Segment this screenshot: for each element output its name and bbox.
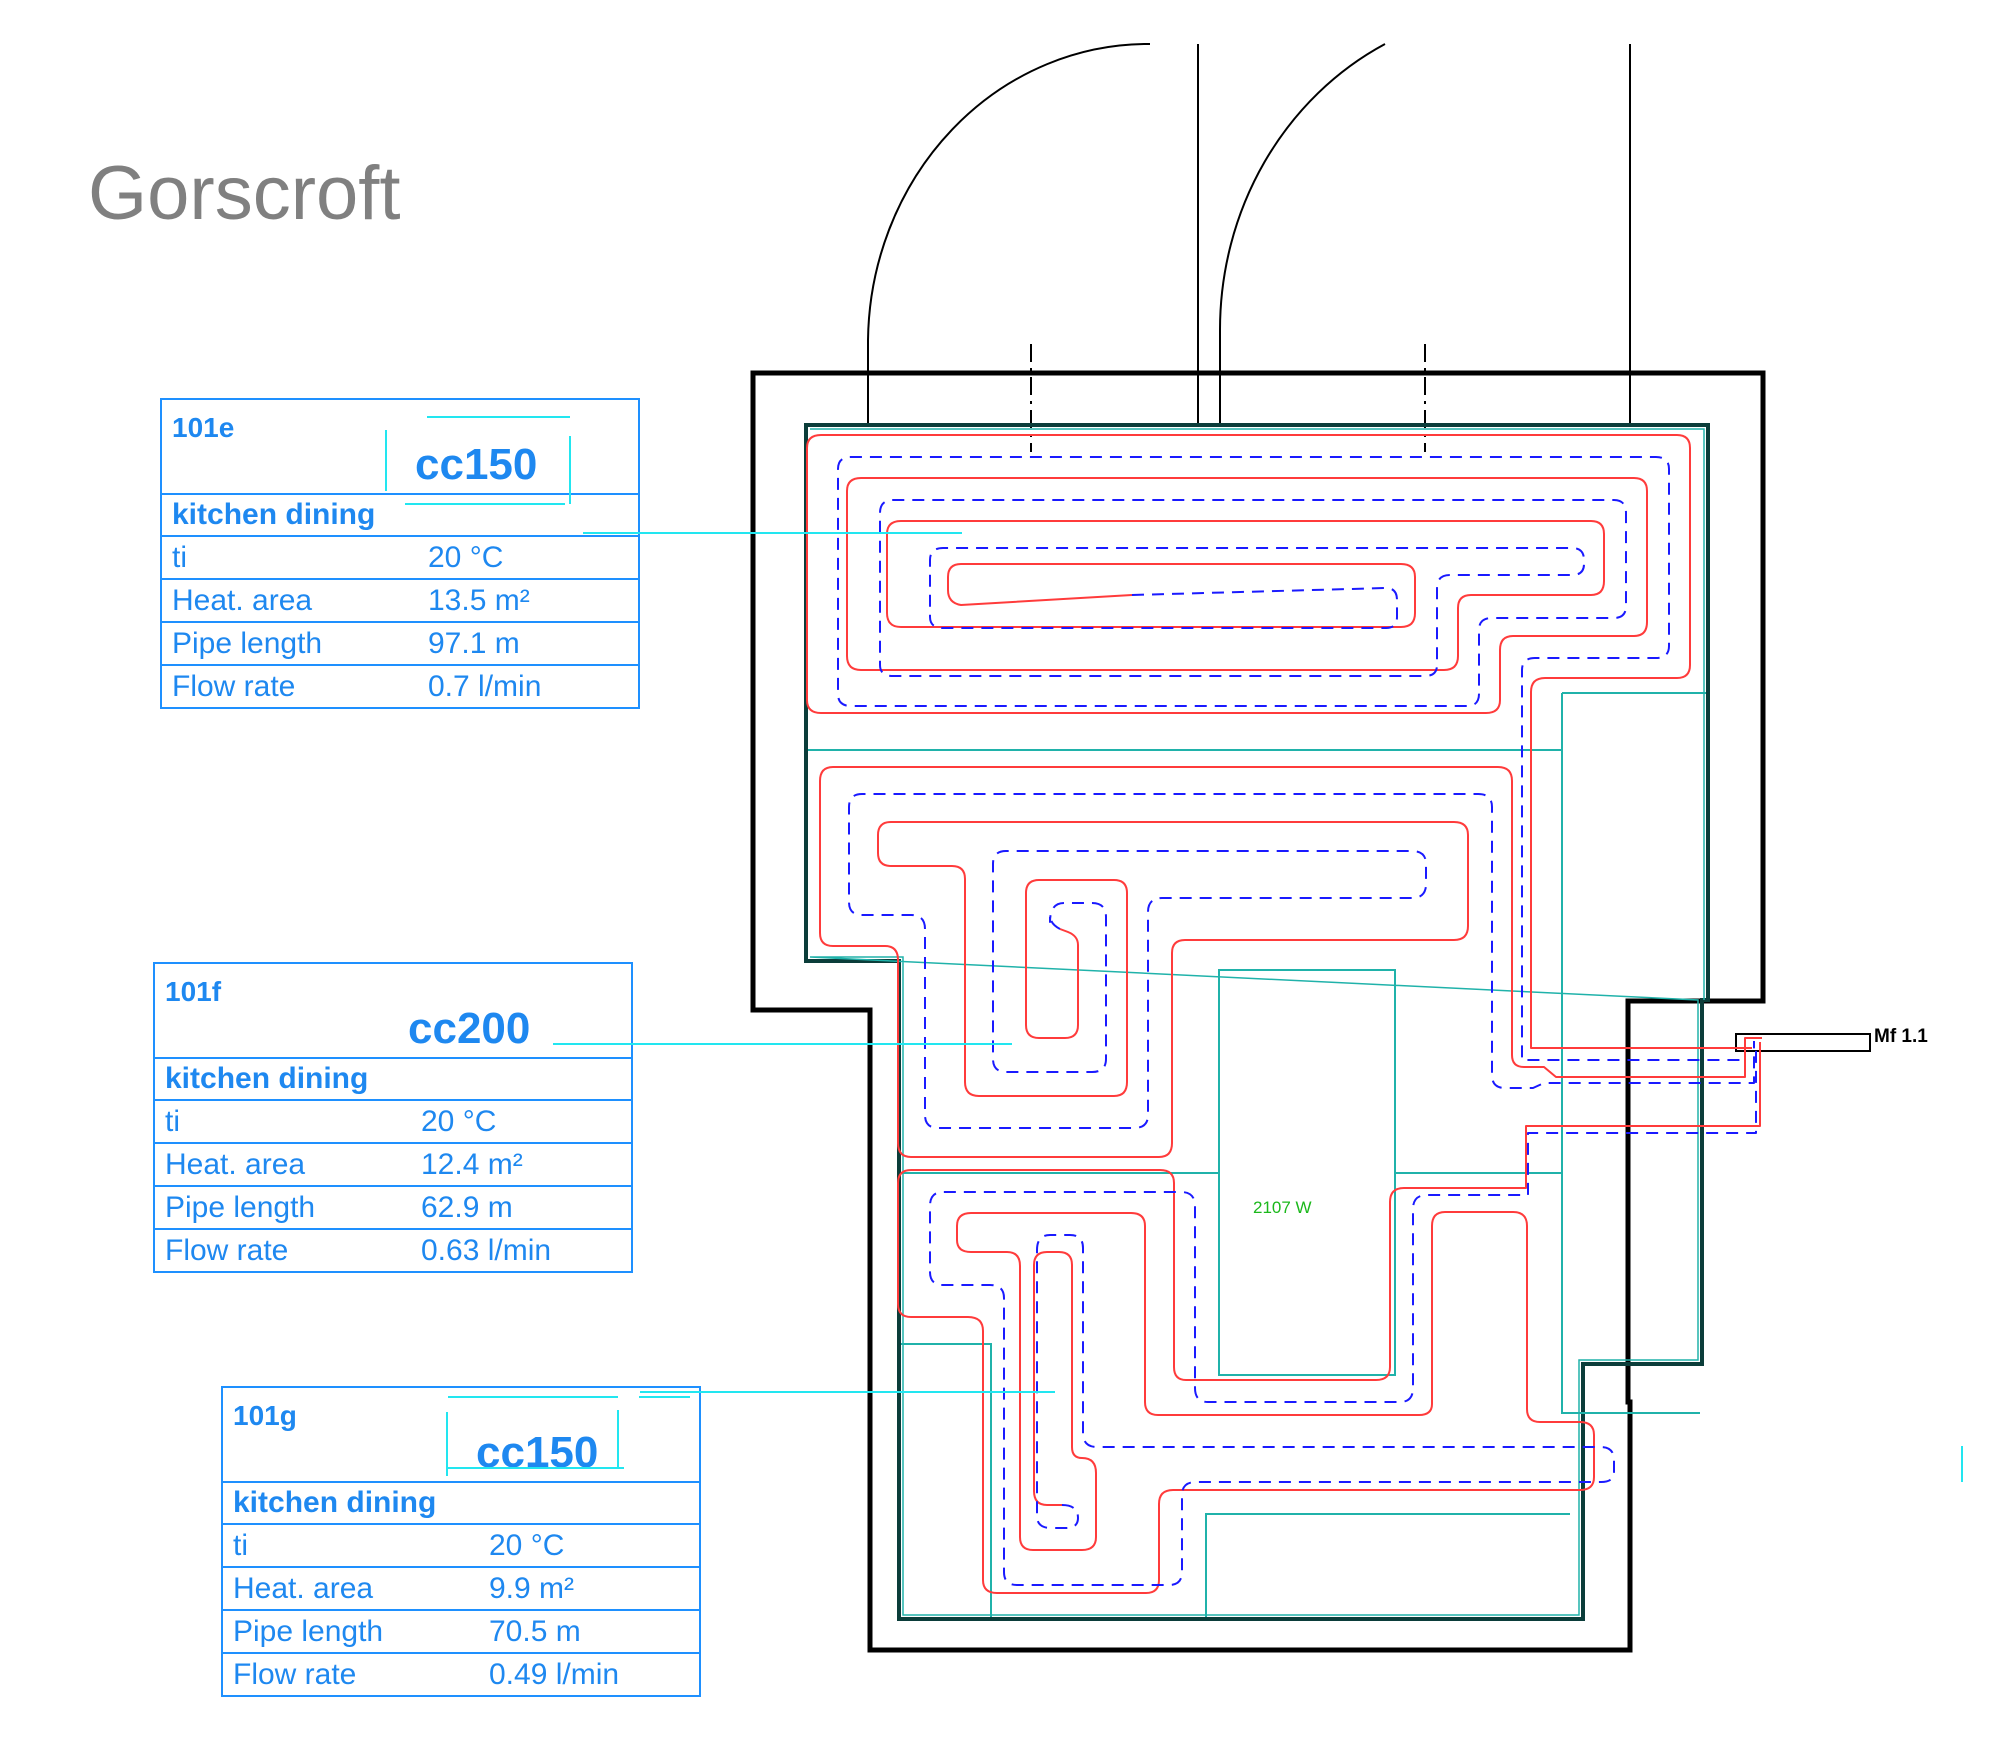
manifold [1735,1033,1871,1052]
row-value: 13.5 m² [428,584,530,617]
row-label: Heat. area [165,1148,306,1181]
return-pipe [837,456,1740,1061]
return-pipe [848,793,1755,1129]
row-label: Flow rate [165,1234,289,1267]
outer-wall [750,370,1766,1653]
row-label: Flow rate [233,1658,357,1691]
row-flow-rate: Flow rate 0.49 l/min [223,1654,699,1695]
supply-pipe [819,766,1762,1158]
row-value: 20 °C [489,1529,565,1562]
row-value: 20 °C [428,541,504,574]
return-pipe [929,1050,1757,1586]
leader-lines [385,416,1963,1482]
inner-wall-teal [809,428,1705,1616]
row-value: 9.9 m² [489,1572,575,1605]
row-heat-area: Heat. area 13.5 m² [162,580,638,623]
row-label: Flow rate [172,670,296,703]
circuit-code: 101g [233,1400,297,1431]
row-value: 0.49 l/min [489,1658,620,1691]
circuit-code: 101f [165,976,222,1007]
row-value: 97.1 m [428,627,520,660]
row-pipe-length: Pipe length 70.5 m [223,1611,699,1654]
row-ti: ti 20 °C [162,537,638,580]
row-label: Heat. area [172,584,313,617]
inner-wall [804,423,1710,1621]
row-value: 12.4 m² [421,1148,523,1181]
pipe-circuit-101e [806,434,1752,1061]
row-pipe-length: Pipe length 97.1 m [162,623,638,666]
row-label: Pipe length [233,1615,384,1648]
pipe-spacing: cc200 [408,1004,531,1053]
pipe-circuit-101f [819,766,1762,1158]
row-value: 70.5 m [489,1615,581,1648]
row-label: Pipe length [172,627,323,660]
room-name: kitchen dining [162,495,638,537]
row-label: Heat. area [233,1572,374,1605]
supply-pipe [897,1042,1761,1594]
circuit-card-101f[interactable]: 101f cc200 kitchen dining ti 20 °C Heat. … [153,962,633,1273]
door-swing-right [1218,43,1631,426]
row-heat-area: Heat. area 9.9 m² [223,1568,699,1611]
circuit-header: 101e cc150 [162,400,638,495]
circuit-header: 101f cc200 [155,964,631,1059]
row-label: ti [172,541,187,574]
row-heat-area: Heat. area 12.4 m² [155,1144,631,1187]
row-label: ti [165,1105,180,1138]
supply-pipe [806,434,1752,1049]
pipe-spacing: cc150 [415,440,538,489]
row-flow-rate: Flow rate 0.63 l/min [155,1230,631,1271]
row-pipe-length: Pipe length 62.9 m [155,1187,631,1230]
row-label: Pipe length [165,1191,316,1224]
row-flow-rate: Flow rate 0.7 l/min [162,666,638,707]
pipe-circuit-101g [897,1042,1761,1594]
row-value: 62.9 m [421,1191,513,1224]
circuit-code: 101e [172,412,235,443]
zone-boundaries [808,692,1706,1617]
row-ti: ti 20 °C [223,1525,699,1568]
door-swing-left [867,42,1199,426]
room-name: kitchen dining [155,1059,631,1101]
row-value: 0.63 l/min [421,1234,552,1267]
manifold-label: Mf 1.1 [1874,1026,1928,1047]
row-value: 20 °C [421,1105,497,1138]
row-label: ti [233,1529,248,1562]
row-value: 0.7 l/min [428,670,542,703]
circuit-card-101e[interactable]: 101e cc150 kitchen dining ti 20 °C Heat. … [160,398,640,709]
room-power-label: 2107 W [1253,1198,1312,1217]
room-name: kitchen dining [223,1483,699,1525]
row-ti: ti 20 °C [155,1101,631,1144]
project-title: Gorscroft [88,151,401,236]
